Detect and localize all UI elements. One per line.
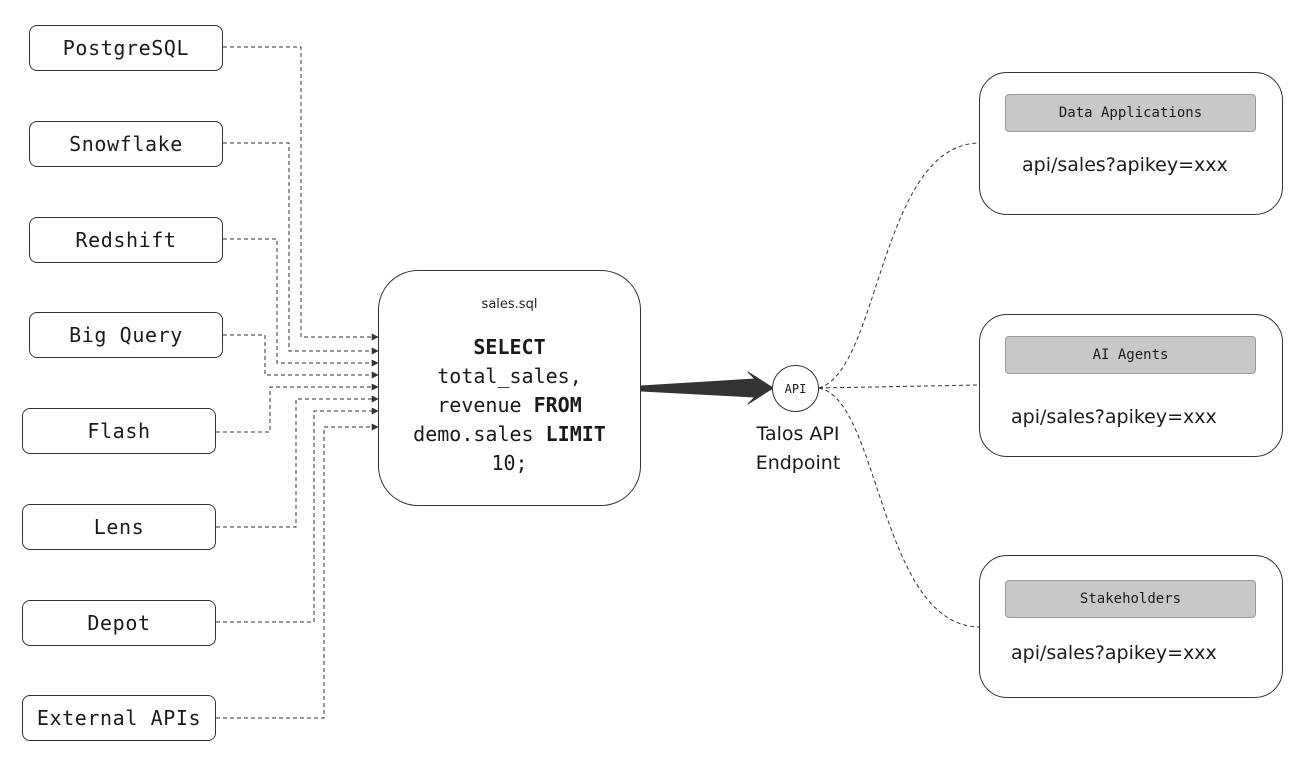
source-snowflake: Snowflake bbox=[29, 121, 223, 167]
sql-select-fields: total_sales, bbox=[437, 364, 582, 388]
source-label: Redshift bbox=[75, 228, 177, 252]
consumer-data-applications: Data Applications api/sales?apikey=xxx bbox=[979, 72, 1283, 215]
connector-depot bbox=[216, 407, 379, 623]
source-label: Big Query bbox=[69, 323, 183, 347]
source-label: Snowflake bbox=[69, 132, 183, 156]
api-caption-line: Talos API bbox=[756, 423, 840, 445]
source-label: Flash bbox=[87, 419, 151, 443]
sql-to-api-arrow bbox=[640, 371, 774, 405]
sql-keyword-select: SELECT bbox=[473, 335, 546, 359]
sql-filename: sales.sql bbox=[481, 297, 538, 312]
connector-external-apis bbox=[216, 423, 379, 719]
consumer-stakeholders: Stakeholders api/sales?apikey=xxx bbox=[979, 555, 1283, 698]
connector-redshift bbox=[223, 238, 379, 367]
source-redshift: Redshift bbox=[29, 217, 223, 263]
sql-keyword-from: FROM bbox=[533, 393, 582, 417]
consumer-title: Data Applications bbox=[1005, 94, 1256, 132]
source-postgresql: PostgreSQL bbox=[29, 25, 223, 71]
sql-table-name: demo.sales bbox=[413, 422, 534, 446]
source-bigquery: Big Query bbox=[29, 312, 223, 358]
consumer-title: Stakeholders bbox=[1005, 580, 1256, 618]
source-lens: Lens bbox=[22, 504, 216, 550]
consumer-endpoint-url: api/sales?apikey=xxx bbox=[1011, 642, 1217, 664]
source-external-apis: External APIs bbox=[22, 695, 216, 741]
connector-data-applications bbox=[818, 142, 980, 389]
source-label: Lens bbox=[93, 515, 145, 539]
sql-select-revenue: revenue bbox=[437, 393, 522, 417]
connector-postgresql bbox=[223, 46, 379, 341]
connector-snowflake bbox=[223, 142, 379, 355]
api-caption-line: Endpoint bbox=[755, 452, 841, 474]
sql-query-code: SELECT total_sales, revenue FROM demo.sa… bbox=[379, 333, 640, 478]
source-label: Depot bbox=[87, 611, 151, 635]
consumer-title: AI Agents bbox=[1005, 336, 1256, 374]
consumer-endpoint-url: api/sales?apikey=xxx bbox=[1011, 406, 1217, 428]
source-label: External APIs bbox=[36, 706, 202, 730]
connector-flash bbox=[216, 383, 379, 433]
source-flash: Flash bbox=[22, 408, 216, 454]
source-depot: Depot bbox=[22, 600, 216, 646]
sql-limit-value: 10; bbox=[491, 451, 528, 475]
consumer-ai-agents: AI Agents api/sales?apikey=xxx bbox=[979, 314, 1283, 457]
sql-keyword-limit: LIMIT bbox=[545, 422, 606, 446]
api-node-label: API bbox=[784, 381, 807, 396]
consumer-endpoint-url: api/sales?apikey=xxx bbox=[1022, 154, 1228, 176]
sql-query-node: sales.sql SELECT total_sales, revenue FR… bbox=[378, 270, 641, 506]
connector-ai-agents bbox=[818, 384, 980, 389]
source-label: PostgreSQL bbox=[62, 36, 190, 60]
api-endpoint-caption: Talos API Endpoint bbox=[738, 420, 858, 478]
connector-lens bbox=[216, 395, 379, 528]
api-endpoint-node: API bbox=[772, 365, 819, 412]
connector-bigquery bbox=[223, 334, 379, 379]
